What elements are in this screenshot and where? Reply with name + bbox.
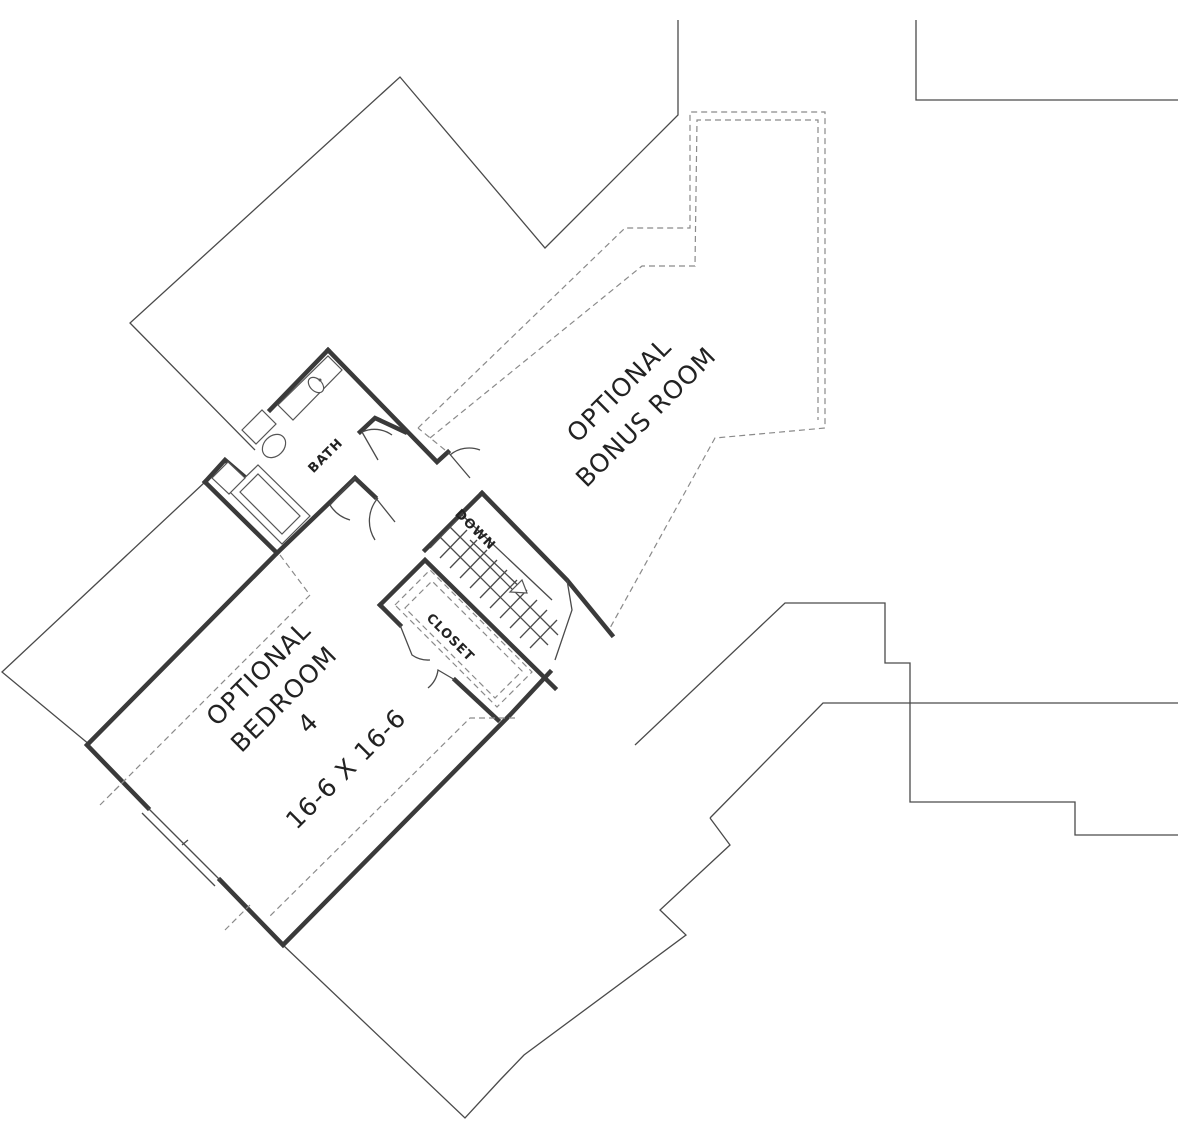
stair-door-icon	[368, 496, 396, 541]
bath-fixtures	[211, 355, 343, 545]
stairs	[421, 489, 573, 661]
walls	[83, 346, 616, 949]
window-guide	[99, 779, 126, 806]
bonus-door-icon	[447, 447, 481, 479]
roof-outline	[1, 20, 1178, 1119]
toilet-tank-icon	[241, 409, 277, 445]
closet	[394, 569, 533, 708]
stair-arrow-line	[469, 539, 526, 593]
bath-label: BATH	[306, 436, 347, 477]
bath-door-icon	[361, 428, 393, 461]
toilet-icon	[261, 433, 287, 459]
stair-down-label: DOWN	[452, 507, 499, 554]
stair-arrow-icon	[508, 578, 528, 594]
bedroom-label-line3: 4	[292, 707, 324, 739]
bonus-room-label: OPTIONAL BONUS ROOM	[561, 332, 722, 493]
closet-label: CLOSET	[423, 611, 477, 665]
bonus-room-dashed	[417, 111, 826, 629]
bedroom-details	[99, 554, 515, 931]
linen-closet	[211, 461, 246, 495]
hall-door-icon	[329, 477, 356, 521]
doors	[329, 428, 481, 689]
closet-door-icon	[399, 624, 456, 689]
